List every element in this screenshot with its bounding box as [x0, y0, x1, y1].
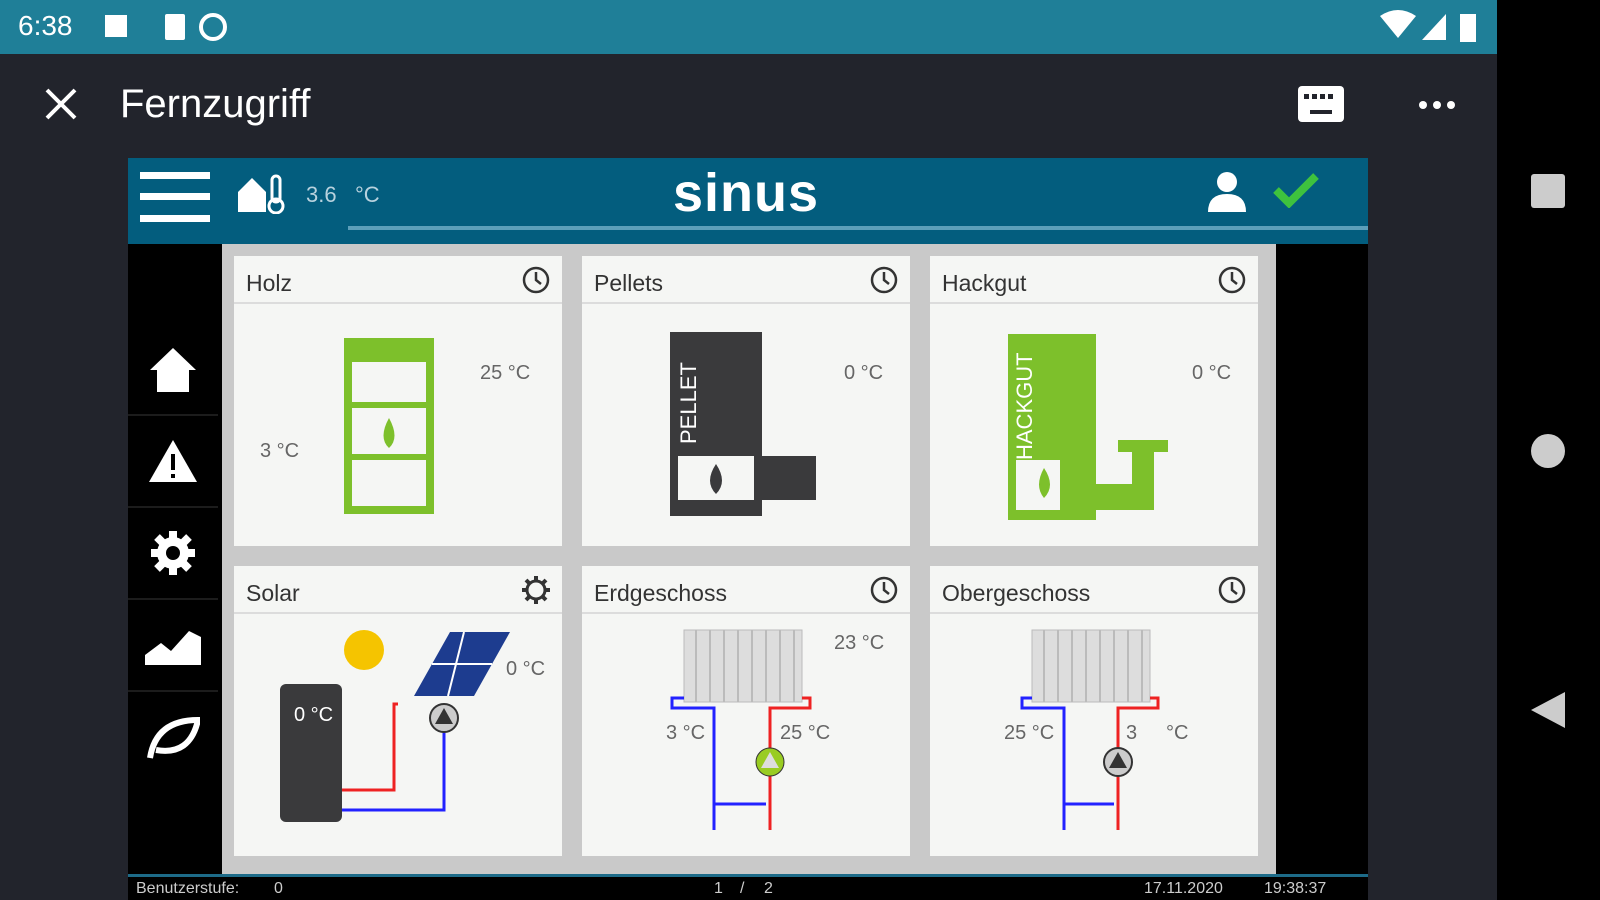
leaf-icon — [147, 716, 200, 759]
temperature-unit: °C — [354, 182, 380, 207]
footer-status: Benutzerstufe: 0 1 / 2 17.11.2020 19:38:… — [128, 874, 1368, 900]
tile-title: Hackgut — [942, 270, 1027, 296]
header-divider — [348, 226, 1368, 230]
checkmark-icon — [1273, 173, 1319, 208]
tile-title: Holz — [246, 270, 293, 296]
heating-circuit-diagram — [670, 629, 812, 830]
pellet-boiler-icon: PELLET — [670, 332, 816, 516]
temperature: 25 °C — [1004, 722, 1055, 744]
remote-screen: 3.6 °C sinus Holz 25 °C 3 °C Pellets PEL… — [128, 158, 1368, 900]
tile-title: Solar — [246, 580, 300, 606]
clock-icon[interactable] — [1218, 266, 1246, 294]
sinus-header: 3.6 °C sinus — [128, 158, 1368, 244]
settings-nav[interactable] — [128, 508, 218, 600]
solar-system-diagram — [280, 630, 510, 822]
navigation-bar — [1497, 0, 1600, 900]
gear-icon[interactable] — [522, 576, 550, 604]
tile-solar[interactable]: Solar 0 °C 0 °C — [234, 566, 562, 856]
chart-nav[interactable] — [128, 600, 218, 692]
gear-icon — [151, 531, 195, 575]
storage-temperature: 0 °C — [294, 704, 334, 726]
current-page: 1 — [714, 880, 723, 897]
woodchip-boiler-icon: HACKGUT — [1008, 334, 1168, 520]
tile-grid: Holz 25 °C 3 °C Pellets PELLET 0 °C Hack… — [222, 244, 1276, 874]
sinus-logo: sinus — [673, 163, 820, 223]
temperature: 0 °C — [1192, 362, 1232, 384]
tile-hackgut[interactable]: Hackgut HACKGUT 0 °C — [930, 256, 1258, 546]
user-level: 0 — [274, 880, 283, 897]
eco-nav[interactable] — [128, 692, 218, 784]
side-menu — [128, 244, 218, 874]
home-icon — [150, 348, 196, 392]
wood-boiler-icon — [344, 338, 434, 514]
keyboard-icon[interactable] — [1298, 86, 1344, 122]
recents-button[interactable] — [1531, 174, 1565, 208]
more-options-icon[interactable] — [1418, 100, 1458, 110]
house-thermometer-icon — [238, 174, 285, 214]
date: 17.11.2020 — [1144, 880, 1223, 897]
alarm-nav[interactable] — [128, 416, 218, 508]
app-title: Fernzugriff — [120, 82, 311, 126]
tile-pellets[interactable]: Pellets PELLET 0 °C — [582, 256, 910, 546]
temperature: 3 °C — [260, 440, 300, 462]
clock-icon[interactable] — [870, 576, 898, 604]
temperature: 3 °C — [666, 722, 706, 744]
tile-title: Obergeschoss — [942, 580, 1091, 606]
temperature: 0 °C — [844, 362, 884, 384]
wifi-signal-battery-icons — [1380, 10, 1476, 42]
collector-temperature: 0 °C — [506, 658, 546, 680]
pellet-label: PELLET — [676, 362, 701, 444]
temperature: 25 °C — [480, 362, 531, 384]
notification-icons — [105, 13, 227, 41]
user-level-label: Benutzerstufe: — [136, 880, 240, 897]
app-bar: Fernzugriff — [0, 54, 1497, 158]
hackgut-label: HACKGUT — [1012, 352, 1037, 460]
temperature: 3 — [1126, 722, 1138, 744]
clock-icon[interactable] — [522, 266, 550, 294]
home-nav[interactable] — [128, 324, 218, 416]
tile-holz[interactable]: Holz 25 °C 3 °C — [234, 256, 562, 546]
temperature: 23 °C — [834, 632, 885, 654]
warning-icon — [149, 440, 197, 482]
clock: 6:38 — [18, 10, 73, 41]
page-separator: / — [740, 880, 745, 897]
clock-icon[interactable] — [1218, 576, 1246, 604]
temperature: 25 °C — [780, 722, 831, 744]
back-button[interactable] — [1531, 692, 1565, 728]
home-button[interactable] — [1531, 434, 1565, 468]
clock-icon[interactable] — [870, 266, 898, 294]
status-bar: 6:38 — [0, 0, 1497, 54]
temperature-unit: °C — [1166, 722, 1189, 744]
tile-obergeschoss[interactable]: Obergeschoss 25 °C 3 °C — [930, 566, 1258, 856]
outside-temperature: 3.6 — [306, 182, 337, 207]
chart-icon — [145, 631, 201, 665]
total-pages: 2 — [764, 880, 773, 897]
user-icon[interactable] — [1206, 170, 1248, 212]
tile-title: Pellets — [594, 270, 664, 296]
close-icon[interactable] — [44, 87, 78, 121]
heating-circuit-diagram — [1020, 629, 1160, 830]
tile-title: Erdgeschoss — [594, 580, 727, 606]
tile-erdgeschoss[interactable]: Erdgeschoss 23 °C 3 °C 25 °C — [582, 566, 910, 856]
time: 19:38:37 — [1264, 880, 1327, 897]
menu-icon[interactable] — [140, 172, 210, 222]
